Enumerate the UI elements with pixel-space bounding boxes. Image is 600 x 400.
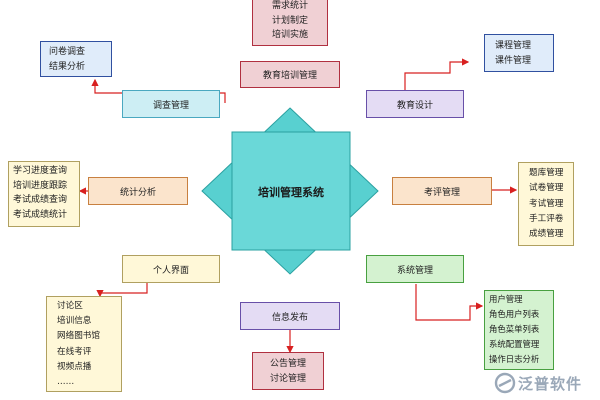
list-item: 培训实施 (271, 30, 308, 40)
list-item: 计划制定 (271, 15, 308, 26)
list-item: 讨论区 (57, 301, 83, 311)
list-item: 讨论管理 (269, 373, 306, 384)
list-item: 培训信息 (57, 316, 92, 327)
list-item: 成绩管理 (529, 229, 564, 240)
center-title: 培训管理系统 (258, 186, 324, 199)
connector-personal (96, 283, 148, 298)
list-item: 结果分析 (49, 61, 86, 72)
personal-items: 讨论区 培训信息 网络图书馆 在线考评 视频点播 …… (46, 296, 122, 392)
list-item: …… (57, 377, 75, 388)
survey-items: 问卷调查 结果分析 (40, 41, 112, 77)
info-items: 公告管理 讨论管理 (252, 352, 324, 390)
list-item: 题库管理 (529, 168, 564, 178)
edu-design-module: 教育设计 (366, 90, 464, 118)
education-training-items: 需求统计 计划制定 培训实施 (252, 0, 328, 46)
exam-module: 考评管理 (392, 177, 492, 205)
list-item: 手工评卷 (529, 213, 564, 224)
edu-design-items: 课程管理 课件管理 (484, 34, 554, 72)
list-item: 在线考评 (57, 346, 92, 357)
education-training-module: 教育培训管理 (240, 61, 340, 88)
list-item: 系统配置管理 (489, 339, 540, 349)
exam-items: 题库管理 试卷管理 考试管理 手工评卷 成绩管理 (518, 162, 574, 246)
list-item: 考试成绩统计 (13, 209, 68, 220)
connector-design (404, 58, 470, 90)
list-item: 培训进度跟踪 (13, 180, 68, 191)
list-item: 课件管理 (495, 55, 532, 66)
list-item: 公告管理 (269, 359, 306, 369)
list-item: 学习进度查询 (13, 166, 68, 176)
list-item: 课程管理 (495, 41, 532, 51)
brand-name: 泛普软件 (518, 374, 583, 393)
system-module: 系统管理 (366, 255, 464, 283)
connector-system (415, 284, 484, 321)
list-item: 角色用户列表 (489, 309, 540, 319)
info-module: 信息发布 (240, 302, 340, 330)
brand-mark-icon (494, 372, 516, 394)
survey-module: 调查管理 (122, 90, 220, 118)
statistics-items: 学习进度查询 培训进度跟踪 考试成绩查询 考试成绩统计 (8, 161, 80, 227)
center-square (231, 131, 351, 251)
list-item: 试卷管理 (529, 183, 564, 194)
list-item: 视频点播 (57, 361, 92, 372)
brand-logo: 泛普软件 (494, 370, 598, 396)
list-item: 角色菜单列表 (489, 324, 540, 334)
list-item: 问卷调查 (49, 47, 86, 57)
list-item: 需求统计 (271, 1, 308, 11)
system-items: 用户管理 角色用户列表 角色菜单列表 系统配置管理 操作日志分析 (484, 290, 554, 370)
list-item: 考试成绩查询 (13, 195, 68, 205)
list-item: 考试管理 (529, 198, 564, 209)
list-item: 操作日志分析 (489, 354, 540, 364)
list-item: 网络图书馆 (57, 331, 100, 342)
personal-module: 个人界面 (122, 255, 220, 283)
statistics-module: 统计分析 (88, 177, 188, 205)
list-item: 用户管理 (489, 294, 523, 304)
